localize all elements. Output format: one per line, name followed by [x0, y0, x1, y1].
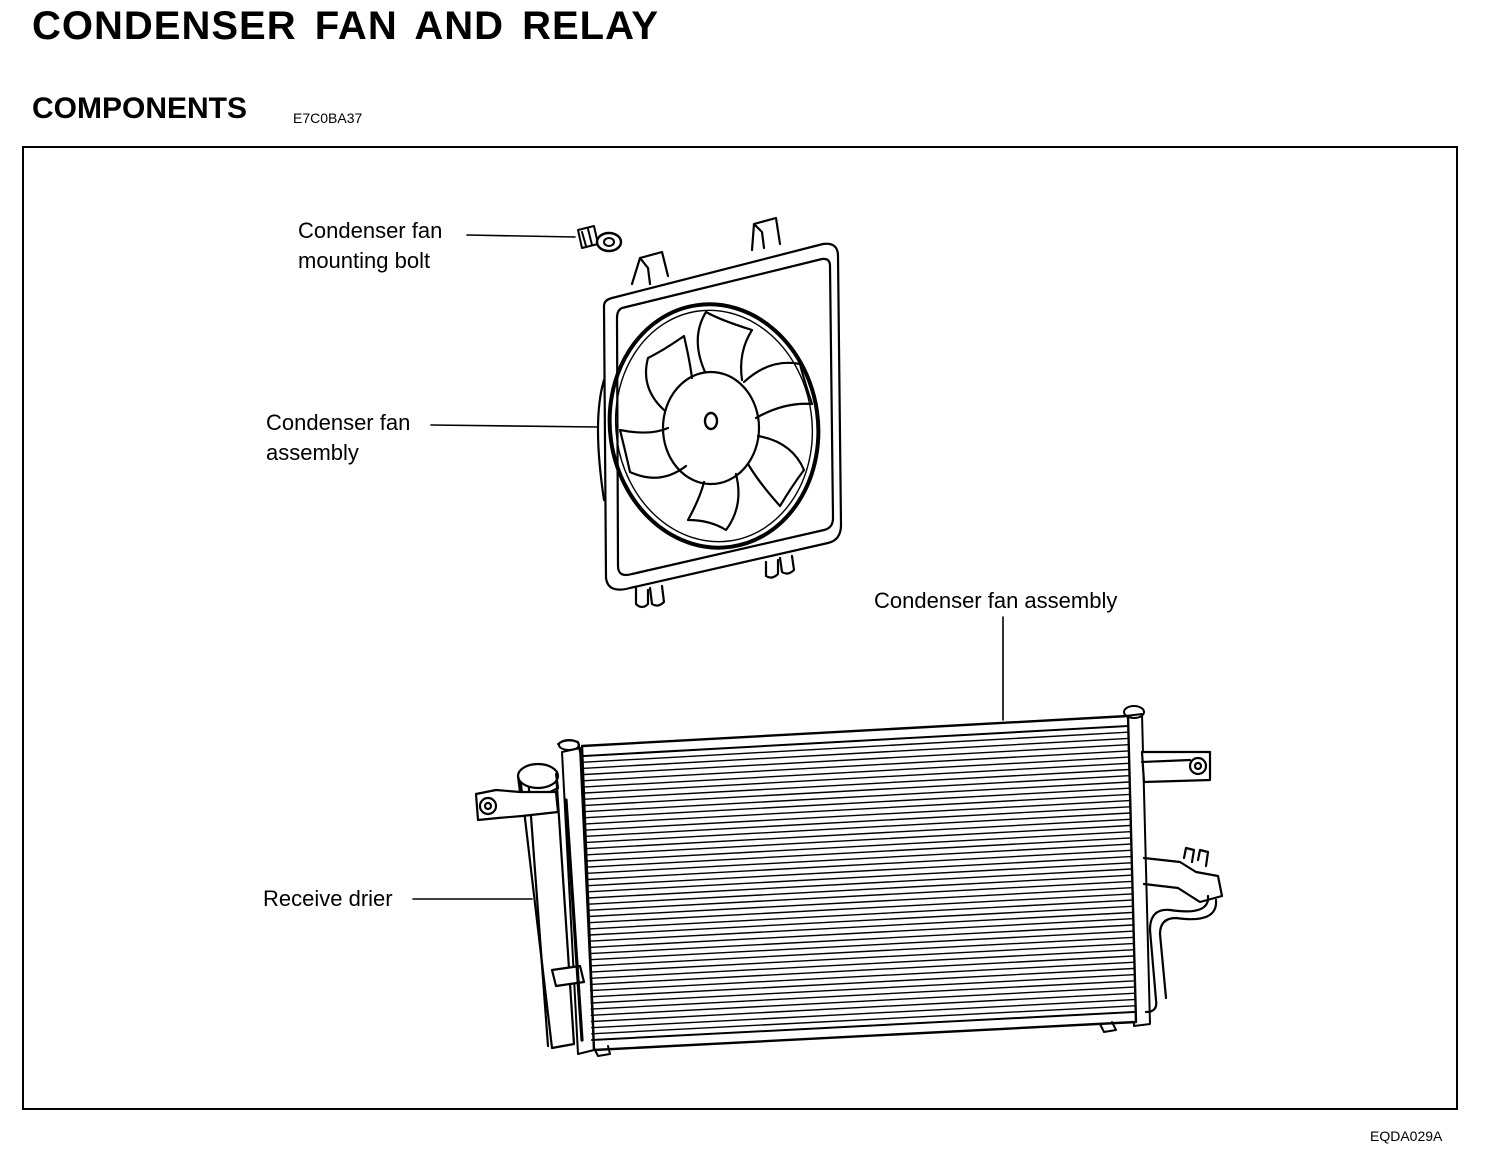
condenser-fin [586, 843, 1132, 874]
condenser-fin [591, 998, 1135, 1029]
receive-drier-drawing [474, 762, 586, 1050]
condenser-fin [591, 1005, 1135, 1035]
condenser-right-fittings [1140, 750, 1224, 1014]
condenser-fin [586, 849, 1132, 881]
condenser-fin [586, 824, 1131, 856]
condenser-fin [583, 737, 1130, 769]
condenser-fin [589, 930, 1134, 961]
condenser-fin [589, 942, 1134, 973]
condenser-fin [583, 731, 1129, 763]
condenser-fin [588, 924, 1133, 955]
mounting-bolt-drawing [577, 225, 623, 253]
condenser-fin [590, 980, 1135, 1010]
condenser-fin [585, 793, 1131, 825]
condenser-fin [588, 918, 1133, 949]
condenser-fin [589, 955, 1134, 986]
leader-fan-assembly [430, 424, 599, 428]
condenser-fin [588, 905, 1133, 936]
callout-fan-assembly-line2: assembly [266, 440, 359, 465]
condenser-fin [587, 880, 1133, 911]
condenser-fin [588, 911, 1133, 942]
condenser-fin [585, 812, 1131, 844]
section-title: COMPONENTS [32, 92, 248, 125]
condenser-fin [585, 818, 1131, 850]
callout-receive-drier-text: Receive drier [263, 886, 393, 911]
section-code: E7C0BA37 [293, 110, 363, 126]
condenser-core [557, 705, 1151, 1057]
condenser-fin [590, 967, 1134, 998]
condenser-fin [584, 762, 1130, 794]
condenser-fin [589, 961, 1134, 992]
condenser-fin [590, 986, 1135, 1016]
condenser-fin [584, 775, 1130, 807]
figure-code: EQDA029A [1370, 1128, 1443, 1144]
condenser-fin [584, 750, 1130, 782]
condenser-fin [590, 992, 1135, 1023]
callout-fan-assembly: Condenser fan assembly [266, 408, 410, 468]
callout-receive-drier: Receive drier [263, 884, 393, 914]
callout-condenser-text: Condenser fan assembly [874, 588, 1118, 613]
condenser-fin [588, 893, 1133, 924]
condenser-fin [584, 768, 1130, 800]
condenser-fin [589, 949, 1134, 979]
condenser-fin [584, 781, 1130, 813]
condenser-fin [587, 874, 1132, 905]
callout-mounting-bolt-line2: mounting bolt [298, 248, 431, 273]
condenser-fin [585, 799, 1131, 831]
condenser-fin [587, 868, 1132, 899]
condenser-fin [585, 806, 1131, 837]
page-title: CONDENSER FAN AND RELAY [32, 4, 659, 48]
leader-mounting-bolt [466, 234, 576, 238]
condenser-fin [589, 936, 1134, 967]
figure-frame [22, 146, 1458, 1110]
condenser-fin [586, 831, 1131, 862]
condenser-fan-blades [607, 302, 821, 550]
callout-condenser: Condenser fan assembly [874, 586, 1117, 616]
callout-mounting-bolt-line1: Condenser fan [298, 218, 443, 243]
callout-mounting-bolt: Condenser fan mounting bolt [298, 216, 442, 276]
condenser-fin [587, 862, 1132, 893]
condenser-fin [590, 974, 1134, 1004]
callout-fan-assembly-line1: Condenser fan [266, 410, 411, 435]
condenser-fin [587, 887, 1133, 918]
condenser-fin [584, 756, 1130, 788]
condenser-fin [583, 744, 1130, 776]
condenser-fin [588, 899, 1133, 930]
condenser-fin [585, 787, 1131, 819]
condenser-fin [586, 837, 1132, 868]
condenser-fin [587, 855, 1132, 887]
